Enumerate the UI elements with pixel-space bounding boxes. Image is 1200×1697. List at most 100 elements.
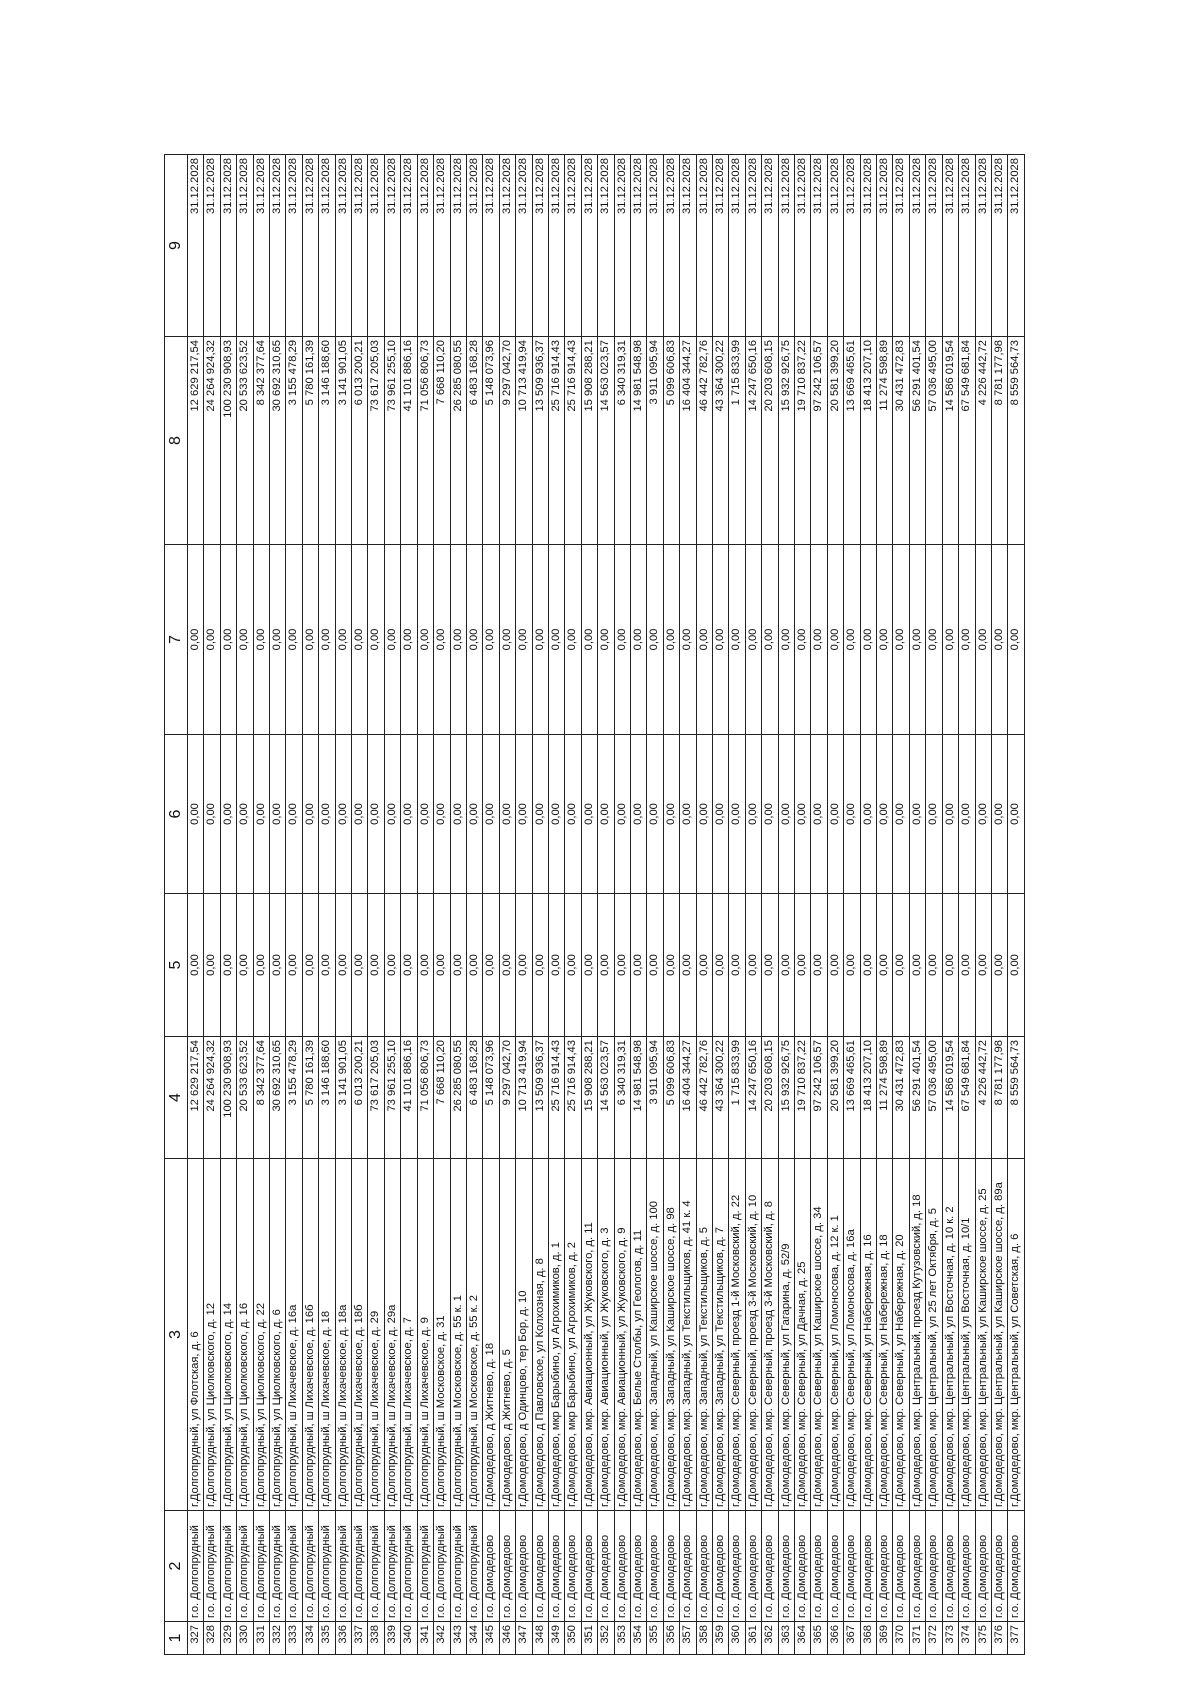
- amount-col7-cell: 0,00: [745, 544, 762, 735]
- deadline-date-cell: 31.12.2028: [302, 154, 319, 337]
- amount-col5-cell: 0,00: [646, 893, 664, 1037]
- amount-col8-cell: 1 715 833,99: [728, 336, 746, 545]
- deadline-date-cell: 31.12.2028: [646, 154, 664, 337]
- row-number: 368: [860, 1621, 877, 1655]
- deadline-date-cell: 31.12.2028: [679, 154, 697, 337]
- amount-total-cell: 20 581 399,20: [827, 1036, 844, 1159]
- amount-col7-cell: 0,00: [909, 544, 926, 735]
- amount-col8-cell: 10 713 419,94: [515, 336, 533, 545]
- amount-total-cell: 25 716 914,43: [564, 1036, 582, 1159]
- row-number: 354: [630, 1621, 647, 1655]
- amount-total-cell: 7 668 110,20: [433, 1036, 450, 1159]
- amount-col6-cell: 0,00: [318, 734, 336, 894]
- deadline-date-cell: 31.12.2028: [482, 154, 500, 337]
- address-cell: г.Долгопрудный, ул Циолковского, д. 12: [203, 1158, 221, 1511]
- amount-col5-cell: 0,00: [614, 893, 631, 1037]
- address-cell: г.Домодедово, мкр. Западный, ул Каширско…: [663, 1158, 680, 1511]
- address-cell: г.Долгопрудный, ш Лихачевское, д. 16б: [302, 1158, 319, 1511]
- amount-col5-cell: 0,00: [712, 893, 729, 1037]
- address-cell: г.Домодедово, д Житнево, д. 18: [482, 1158, 500, 1511]
- municipality-cell: г.о. Домодедово: [942, 1510, 959, 1622]
- municipality-cell: г.о. Долгопрудный: [466, 1510, 483, 1622]
- amount-col6-cell: 0,00: [532, 734, 549, 894]
- address-cell: г.Долгопрудный, ш Московское, д. 31: [433, 1158, 450, 1511]
- municipality-cell: г.о. Домодедово: [499, 1510, 516, 1622]
- amount-col7-cell: 0,00: [991, 544, 1008, 735]
- amount-col6-cell: 0,00: [614, 734, 631, 894]
- amount-col6-cell: 0,00: [761, 734, 779, 894]
- address-cell: г.Домодедово, д Павловское, ул Колхозная…: [532, 1158, 549, 1511]
- row-number: 373: [942, 1621, 959, 1655]
- address-cell: г.Долгопрудный, ш Лихачевское, д. 18а: [335, 1158, 352, 1511]
- row-number: 340: [400, 1621, 418, 1655]
- deadline-date-cell: 31.12.2028: [269, 154, 286, 337]
- municipality-cell: г.о. Домодедово: [1007, 1510, 1025, 1622]
- amount-col7-cell: 0,00: [597, 544, 615, 735]
- amount-col5-cell: 0,00: [745, 893, 762, 1037]
- amount-col5-cell: 0,00: [417, 893, 434, 1037]
- amount-col8-cell: 46 442 782,76: [696, 336, 713, 545]
- address-cell: г.Домодедово, мкр. Центральный, ул Восто…: [958, 1158, 975, 1511]
- amount-col6-cell: 0,00: [942, 734, 959, 894]
- amount-col6-cell: 0,00: [548, 734, 565, 894]
- row-number: 334: [302, 1621, 319, 1655]
- address-cell: г.Домодедово, мкр Барыбино, ул Агрохимик…: [564, 1158, 582, 1511]
- municipality-cell: г.о. Домодедово: [597, 1510, 615, 1622]
- amount-col8-cell: 15 908 288,21: [581, 336, 598, 545]
- deadline-date-cell: 31.12.2028: [975, 154, 992, 337]
- amount-col6-cell: 0,00: [827, 734, 844, 894]
- deadline-date-cell: 31.12.2028: [958, 154, 975, 337]
- amount-total-cell: 5 148 073,96: [482, 1036, 500, 1159]
- amount-col7-cell: 0,00: [400, 544, 418, 735]
- row-number: 348: [532, 1621, 549, 1655]
- address-cell: г.Домодедово, мкр. Центральный, проезд К…: [909, 1158, 926, 1511]
- amount-col7-cell: 0,00: [696, 544, 713, 735]
- amount-total-cell: 71 056 806,73: [417, 1036, 434, 1159]
- row-number: 333: [285, 1621, 303, 1655]
- municipality-cell: г.о. Долгопрудный: [187, 1510, 204, 1622]
- amount-col7-cell: 0,00: [450, 544, 467, 735]
- amount-col7-cell: 0,00: [220, 544, 237, 735]
- row-number: 342: [433, 1621, 450, 1655]
- address-cell: г.Долгопрудный, ш Лихачевское, д. 18б: [351, 1158, 368, 1511]
- amount-total-cell: 46 442 782,76: [696, 1036, 713, 1159]
- row-number: 357: [679, 1621, 697, 1655]
- amount-col8-cell: 15 932 926,75: [778, 336, 795, 545]
- amount-col6-cell: 0,00: [794, 734, 811, 894]
- municipality-cell: г.о. Домодедово: [843, 1510, 861, 1622]
- deadline-date-cell: 31.12.2028: [1007, 154, 1025, 337]
- amount-total-cell: 14 247 650,16: [745, 1036, 762, 1159]
- address-cell: г.Домодедово, мкр. Северный, ул Набережн…: [860, 1158, 877, 1511]
- amount-col5-cell: 0,00: [302, 893, 319, 1037]
- column-header: 9: [164, 154, 188, 337]
- amount-col5-cell: 0,00: [581, 893, 598, 1037]
- address-cell: г.Домодедово, мкр. Центральный, ул Совет…: [1007, 1158, 1025, 1511]
- address-cell: г.Долгопрудный, ш Лихачевское, д. 7: [400, 1158, 418, 1511]
- amount-col7-cell: 0,00: [958, 544, 975, 735]
- municipality-cell: г.о. Домодедово: [532, 1510, 549, 1622]
- deadline-date-cell: 31.12.2028: [614, 154, 631, 337]
- amount-col6-cell: 0,00: [778, 734, 795, 894]
- deadline-date-cell: 31.12.2028: [892, 154, 910, 337]
- column-header: 8: [164, 336, 188, 545]
- amount-total-cell: 15 908 288,21: [581, 1036, 598, 1159]
- amount-col5-cell: 0,00: [761, 893, 779, 1037]
- amount-col7-cell: 0,00: [728, 544, 746, 735]
- amount-col8-cell: 73 961 255,10: [384, 336, 401, 545]
- column-header: 7: [164, 544, 188, 735]
- amount-col5-cell: 0,00: [810, 893, 828, 1037]
- municipality-cell: г.о. Долгопрудный: [253, 1510, 270, 1622]
- amount-col8-cell: 14 563 023,57: [597, 336, 615, 545]
